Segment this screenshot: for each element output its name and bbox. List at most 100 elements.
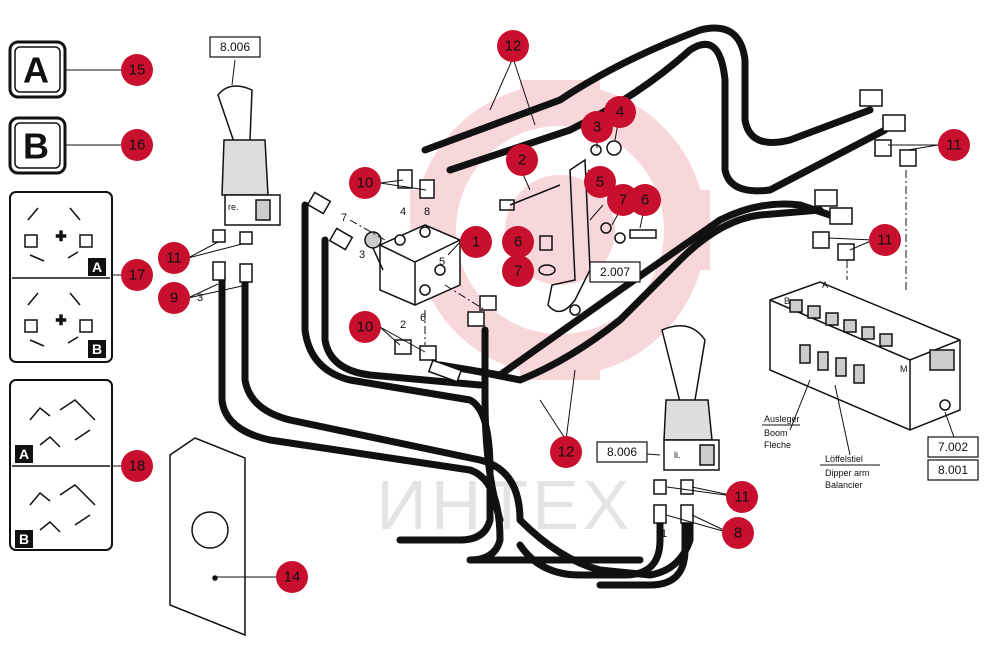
callout-9: 9 — [158, 282, 190, 314]
callout-badge — [121, 129, 153, 161]
callout-badge — [349, 311, 381, 343]
callout-number: 12 — [558, 444, 575, 461]
sign-b: B — [8, 116, 67, 175]
callout-5: 5 — [584, 166, 616, 198]
ref-8006-top-text: 8.006 — [220, 40, 250, 54]
callout-badge — [497, 30, 529, 62]
callout-badge — [158, 242, 190, 274]
callout-badge — [502, 226, 534, 258]
mounting-bracket — [499, 140, 657, 316]
callout-number: 11 — [734, 489, 750, 506]
valve-port-a: A — [822, 280, 828, 290]
port-label-4: 4 — [400, 206, 406, 218]
hose-right-down — [481, 326, 504, 524]
callout-badge — [121, 259, 153, 291]
callout-badge — [550, 436, 582, 468]
control-pattern-panel-17: + + A B — [9, 191, 113, 363]
port-label-3: 3 — [359, 249, 365, 261]
control-pattern-panel-18: A B — [9, 379, 113, 551]
callout-6-left: 6 — [502, 226, 534, 258]
callout-badge — [276, 561, 308, 593]
callout-badge — [121, 450, 153, 482]
callout-1: 1 — [460, 226, 492, 258]
callout-number: 11 — [877, 232, 893, 249]
hose-label-right-1: 1 — [661, 528, 667, 540]
callout-badge — [584, 166, 616, 198]
ref-2007-text: 2.007 — [600, 265, 630, 279]
callout-badge — [722, 517, 754, 549]
valve-port-m: M — [900, 364, 908, 374]
callout-11-bottom: 11 — [726, 481, 758, 513]
callout-number: 10 — [357, 319, 374, 336]
sign-a: A — [8, 40, 67, 99]
callout-17: 17 — [121, 259, 153, 291]
callout-badge — [938, 129, 970, 161]
hose-label-right-3: 3 — [687, 528, 693, 540]
callout-number: 12 — [505, 38, 522, 55]
callout-11-left: 11 — [158, 242, 190, 274]
port-label-2: 2 — [400, 319, 406, 331]
panel-17-a: A — [92, 259, 102, 275]
joystick-bottom — [653, 325, 720, 524]
callout-badge — [726, 481, 758, 513]
port-label-8: 8 — [424, 206, 430, 218]
callout-7-right: 7 — [607, 184, 639, 216]
port-label-5: 5 — [439, 256, 445, 268]
legend-boom: Ausleger Boom Fleche — [762, 414, 800, 450]
callout-badge — [460, 226, 492, 258]
callout-badge — [506, 144, 538, 176]
callout-number: 16 — [129, 137, 146, 154]
callout-number: 2 — [518, 152, 526, 169]
hose-left-2 — [241, 276, 694, 579]
callout-4: 4 — [604, 96, 636, 128]
callout-10-bottom: 10 — [349, 311, 381, 343]
svg-text:+: + — [56, 310, 67, 330]
ref-8006-bottom-text: 8.006 — [607, 445, 637, 459]
panel-18-a: A — [19, 446, 29, 462]
callout-badge — [607, 184, 639, 216]
callout-badge — [502, 255, 534, 287]
joystick-top — [212, 85, 281, 283]
hose-bottom-1 — [516, 516, 664, 579]
callout-badge — [629, 184, 661, 216]
ref-box-8006-top: 8.006 — [209, 36, 261, 58]
valve-port-b: B — [784, 296, 790, 306]
callout-number: 11 — [946, 137, 962, 154]
callout-number: 15 — [129, 62, 146, 79]
callout-8: 8 — [722, 517, 754, 549]
callout-badge — [604, 96, 636, 128]
callout-15: 15 — [121, 54, 153, 86]
callout-16: 16 — [121, 129, 153, 161]
selector-valve — [364, 224, 461, 306]
callout-number: 14 — [284, 569, 301, 586]
fittings — [306, 89, 917, 383]
panel-18-b: B — [19, 531, 29, 547]
legend-boom-de: Ausleger — [764, 414, 800, 424]
dash-lines — [349, 170, 907, 345]
callout-number: 6 — [641, 192, 649, 209]
hose-label-left-1: 1 — [241, 284, 247, 296]
callout-number: 18 — [129, 458, 146, 475]
callout-badge — [581, 111, 613, 143]
hose-mid-1 — [466, 206, 824, 384]
callout-badge — [869, 224, 901, 256]
control-valve-bank — [769, 281, 961, 431]
callout-14: 14 — [276, 561, 308, 593]
callout-number: 10 — [357, 175, 374, 192]
legend-dipper-de: Löffelstiel — [825, 454, 863, 464]
legend-boom-fr: Fleche — [764, 440, 791, 450]
legend-dipper-en: Dipper arm — [825, 468, 870, 478]
callout-10-top: 10 — [349, 167, 381, 199]
port-label-6: 6 — [420, 312, 426, 324]
callout-2: 2 — [506, 144, 538, 176]
legend-dipper: Löffelstiel Dipper arm Balancier — [820, 454, 880, 490]
panel-17-b: B — [92, 341, 102, 357]
hose-bottom-2 — [596, 516, 689, 589]
callout-number: 17 — [129, 267, 146, 284]
port-label-7: 7 — [341, 212, 347, 224]
ref-box-7002: 7.002 — [927, 436, 979, 458]
joystick-top-mark: re. — [228, 202, 239, 212]
hose-top-1 — [421, 24, 874, 154]
